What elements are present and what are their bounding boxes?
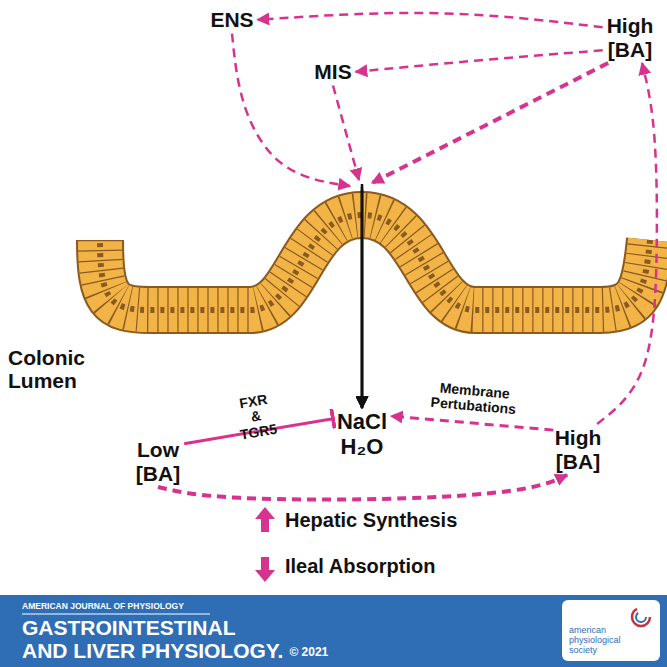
connector-line [391,416,553,430]
logo-swirl-blue [636,612,646,622]
connector [333,86,362,408]
cell-borders [100,215,650,310]
text-node: NaCl H₂O [333,408,391,461]
edge-label: Membrane Pertubations [430,380,518,418]
plain-label: Colonic Lumen [8,346,85,392]
up-arrow [255,507,275,532]
connector-line [158,475,567,499]
epithelium-cells [100,215,650,310]
connector-line [597,63,657,424]
footer-band [0,595,667,667]
plain-label: AMERICAN JOURNAL OF PHYSIOLOGY [22,602,184,611]
text-node: Low [BA] [132,436,184,487]
connector [258,13,603,27]
text-node: ENS [206,6,257,34]
plain-label: AND LIVER PHYSIOLOGY. [22,639,283,662]
connector [597,63,657,424]
secretion-arrow [361,184,364,408]
connector-line [333,86,359,180]
synthesis-arrows [255,507,275,582]
node-text: High [BA] [607,14,654,61]
plain-label: Hepatic Synthesis [285,509,457,531]
epithelium-outline [100,215,650,310]
text-node: High [BA] [551,424,606,475]
connector-line [356,50,603,71]
text-node: MIS [310,58,355,86]
text-node: High [BA] [603,12,658,63]
node-text: ENS [210,8,253,32]
node-text: MIS [314,60,351,84]
plain-label: american physiological society [569,626,621,656]
connector [356,50,603,71]
cell-nuclei [100,215,650,310]
connector-line [258,13,603,27]
connector [362,63,608,408]
node-text: NaCl H₂O [337,410,387,459]
connector [391,416,553,430]
journal-footer [0,595,667,667]
node-text: High [BA] [555,426,602,473]
plain-label: Ileal Absorption [285,555,435,577]
node-text: Low [BA] [136,438,180,485]
connector-line [232,34,350,186]
connector [158,475,567,499]
plain-label: © 2021 [289,646,328,659]
edge-label: FXR & TGR5 [234,391,278,443]
logo-swirl-red [632,608,650,626]
colonic-epithelium [100,215,650,310]
down-arrow [255,557,275,582]
connector-line [372,63,608,183]
footer-rule [22,614,210,615]
plain-label: GASTROINTESTINAL [22,616,236,639]
logo-box [562,600,660,661]
connector [232,34,362,408]
